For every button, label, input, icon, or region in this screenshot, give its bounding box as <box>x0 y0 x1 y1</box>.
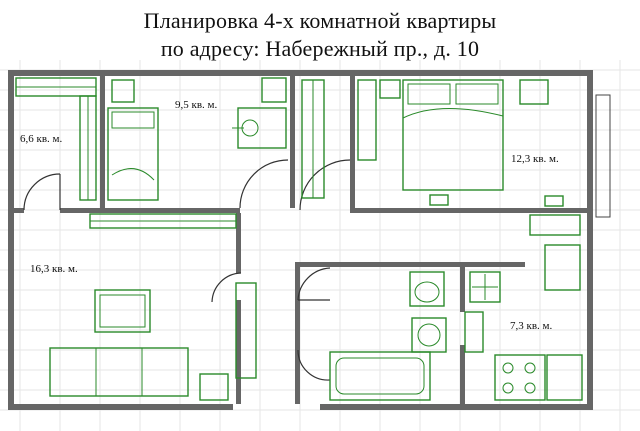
kitchen-fixtures <box>464 214 583 401</box>
room-bedroom-2-furniture <box>107 77 287 201</box>
room-area-labels: 6,6 кв. м. 9,5 кв. м. 12,3 кв. м. 16,3 к… <box>20 99 559 332</box>
area-label-room-small: 6,6 кв. м. <box>20 133 62 145</box>
plan-title-line-2: по адресу: Набережный пр., д. 10 <box>160 36 480 61</box>
area-label-room-bedroom-2: 9,5 кв. м. <box>175 99 217 111</box>
area-label-room-kitchen: 7,3 кв. м. <box>510 320 552 332</box>
outer-walls <box>8 70 593 410</box>
room-living-furniture <box>49 213 257 401</box>
bathroom-fixtures <box>329 271 447 401</box>
interior-walls <box>14 76 587 404</box>
room-small-furniture <box>15 77 97 201</box>
area-label-room-living: 16,3 кв. м. <box>30 263 78 275</box>
balcony <box>595 94 611 218</box>
room-master-bedroom-furniture <box>301 79 564 207</box>
area-label-room-master-bedroom: 12,3 кв. м. <box>511 153 559 165</box>
door-swings <box>23 159 351 381</box>
plan-title-line-1: Планировка 4-х комнатной квартиры <box>143 8 497 33</box>
